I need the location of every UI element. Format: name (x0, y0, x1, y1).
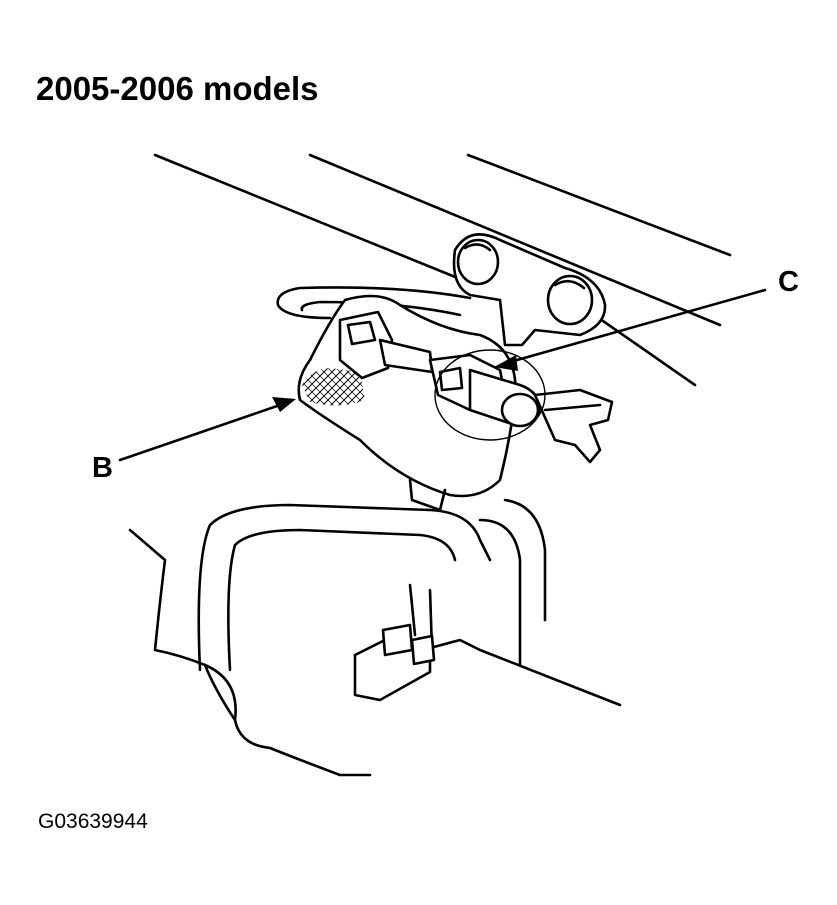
figure-id: G03639944 (38, 810, 148, 833)
sensor-connector-c (338, 310, 614, 464)
leader-lines (118, 288, 767, 462)
bolt-left (456, 238, 500, 286)
callout-label-b: B (92, 452, 113, 484)
callout-label-c: C (778, 266, 799, 298)
floor-body (128, 528, 622, 777)
hose-lines (197, 498, 547, 672)
diagram-title: 2005-2006 models (36, 70, 319, 107)
harness-loop (276, 286, 472, 320)
mounting-bracket (452, 233, 607, 347)
bolt-right (546, 274, 594, 326)
